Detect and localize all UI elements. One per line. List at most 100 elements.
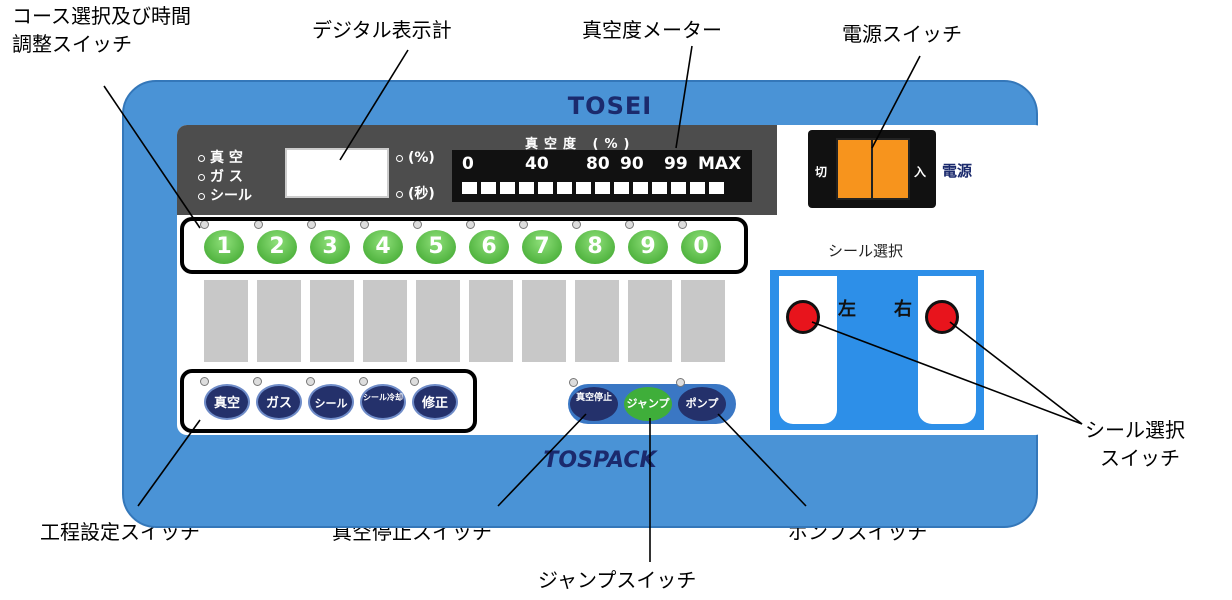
led-indicator	[569, 378, 578, 387]
unit-seconds: (秒)	[396, 183, 435, 203]
leader-line-vac-stop	[497, 413, 587, 507]
led-indicator	[306, 377, 315, 386]
meter-cell	[576, 182, 591, 194]
meter-cell	[538, 182, 553, 194]
time-slot	[363, 280, 407, 362]
number-button-8[interactable]: 8	[575, 230, 615, 264]
callout-course-line1: コース選択及び時間	[12, 4, 191, 28]
meter-tick-90: 90	[620, 154, 644, 174]
leader-line-seal-left	[811, 321, 1083, 425]
seal-select-title: シール選択	[828, 242, 904, 260]
meter-cell	[462, 182, 477, 194]
time-slot	[628, 280, 672, 362]
callout-course-line2: 調整スイッチ	[12, 32, 132, 56]
leader-line-seal-right	[949, 321, 1083, 425]
callout-jump-switch: ジャンプスイッチ	[538, 568, 697, 592]
meter-tick-80: 80	[586, 154, 610, 174]
number-button-3[interactable]: 3	[310, 230, 350, 264]
seal-right-button[interactable]	[925, 300, 959, 334]
power-switch[interactable]	[836, 138, 910, 200]
unit-percent-label: (%)	[408, 150, 435, 166]
led-dot-icon	[198, 173, 205, 181]
leader-line-power	[871, 55, 921, 149]
led-label-seal: シール	[210, 188, 252, 204]
meter-tick-40: 40	[525, 154, 549, 174]
pump-button[interactable]: ポンプ	[678, 387, 726, 421]
meter-cell	[481, 182, 496, 194]
meter-tick-99: 99	[664, 154, 688, 174]
meter-tick-0: 0	[462, 154, 474, 174]
unit-seconds-label: (秒)	[408, 186, 435, 202]
led-label-vacuum: 真 空	[210, 150, 243, 166]
callout-course-select: コース選択及び時間 調整スイッチ	[12, 2, 191, 58]
time-slot	[522, 280, 566, 362]
leader-line-course	[103, 85, 201, 229]
number-button-4[interactable]: 4	[363, 230, 403, 264]
power-label: 電源	[942, 162, 973, 180]
meter-cells	[462, 182, 724, 194]
callout-seal-line1: シール選択	[1085, 418, 1185, 442]
number-button-0[interactable]: 0	[681, 230, 721, 264]
led-indicator	[253, 377, 262, 386]
led-dot-icon	[198, 192, 205, 200]
process-button-seal-cool[interactable]: シール冷却	[360, 384, 406, 420]
power-switch-divider	[871, 138, 873, 200]
process-button-gas[interactable]: ガス	[256, 384, 302, 420]
seal-left-label: 左	[838, 299, 856, 320]
callout-digital-display: デジタル表示計	[312, 18, 452, 42]
meter-cell	[652, 182, 667, 194]
highlight-frame-number-buttons	[180, 217, 748, 274]
meter-cell	[500, 182, 515, 194]
meter-cell	[633, 182, 648, 194]
meter-cell	[557, 182, 572, 194]
meter-cell	[709, 182, 724, 194]
leader-line-process	[137, 419, 201, 507]
led-dot-icon	[396, 154, 403, 162]
number-button-6[interactable]: 6	[469, 230, 509, 264]
digital-display	[285, 148, 389, 198]
callout-vacuum-meter: 真空度メーター	[582, 18, 722, 42]
time-slot	[204, 280, 248, 362]
seal-left-button[interactable]	[786, 300, 820, 334]
callout-seal-line2: スイッチ	[1100, 446, 1180, 470]
led-dot-icon	[396, 190, 403, 198]
callout-seal-select: シール選択 スイッチ	[1085, 416, 1185, 472]
number-button-5[interactable]: 5	[416, 230, 456, 264]
meter-title: 真空度 (%)	[525, 137, 636, 152]
jump-button[interactable]: ジャンプ	[624, 387, 672, 421]
led-seal: シール	[198, 185, 252, 205]
led-gas: ガ ス	[198, 166, 243, 186]
led-vacuum: 真 空	[198, 147, 243, 167]
led-indicator	[200, 377, 209, 386]
leader-line-vacuum-meter	[675, 45, 693, 149]
led-label-gas: ガ ス	[210, 169, 243, 185]
seal-right-label: 右	[894, 299, 912, 320]
time-slot	[681, 280, 725, 362]
power-on-label: 入	[914, 165, 927, 179]
power-off-label: 切	[815, 165, 828, 179]
process-button-seal[interactable]: シール	[308, 384, 354, 420]
time-slot	[575, 280, 619, 362]
time-slot	[469, 280, 513, 362]
meter-cell	[614, 182, 629, 194]
number-button-9[interactable]: 9	[628, 230, 668, 264]
number-button-1[interactable]: 1	[204, 230, 244, 264]
led-indicator	[359, 377, 368, 386]
meter-cell	[595, 182, 610, 194]
meter-cell	[690, 182, 705, 194]
led-indicator	[410, 377, 419, 386]
meter-cell	[519, 182, 534, 194]
leader-line-pump	[717, 413, 807, 507]
number-button-2[interactable]: 2	[257, 230, 297, 264]
time-slot	[310, 280, 354, 362]
time-slot	[257, 280, 301, 362]
vacuum-stop-button[interactable]: 真空停止	[570, 387, 618, 421]
number-button-7[interactable]: 7	[522, 230, 562, 264]
led-dot-icon	[198, 154, 205, 162]
highlight-frame-process-buttons	[180, 369, 477, 433]
leader-line-digital	[339, 49, 409, 161]
callout-power-switch: 電源スイッチ	[842, 22, 962, 46]
process-button-vacuum[interactable]: 真空	[204, 384, 250, 420]
process-button-correct[interactable]: 修正	[412, 384, 458, 420]
